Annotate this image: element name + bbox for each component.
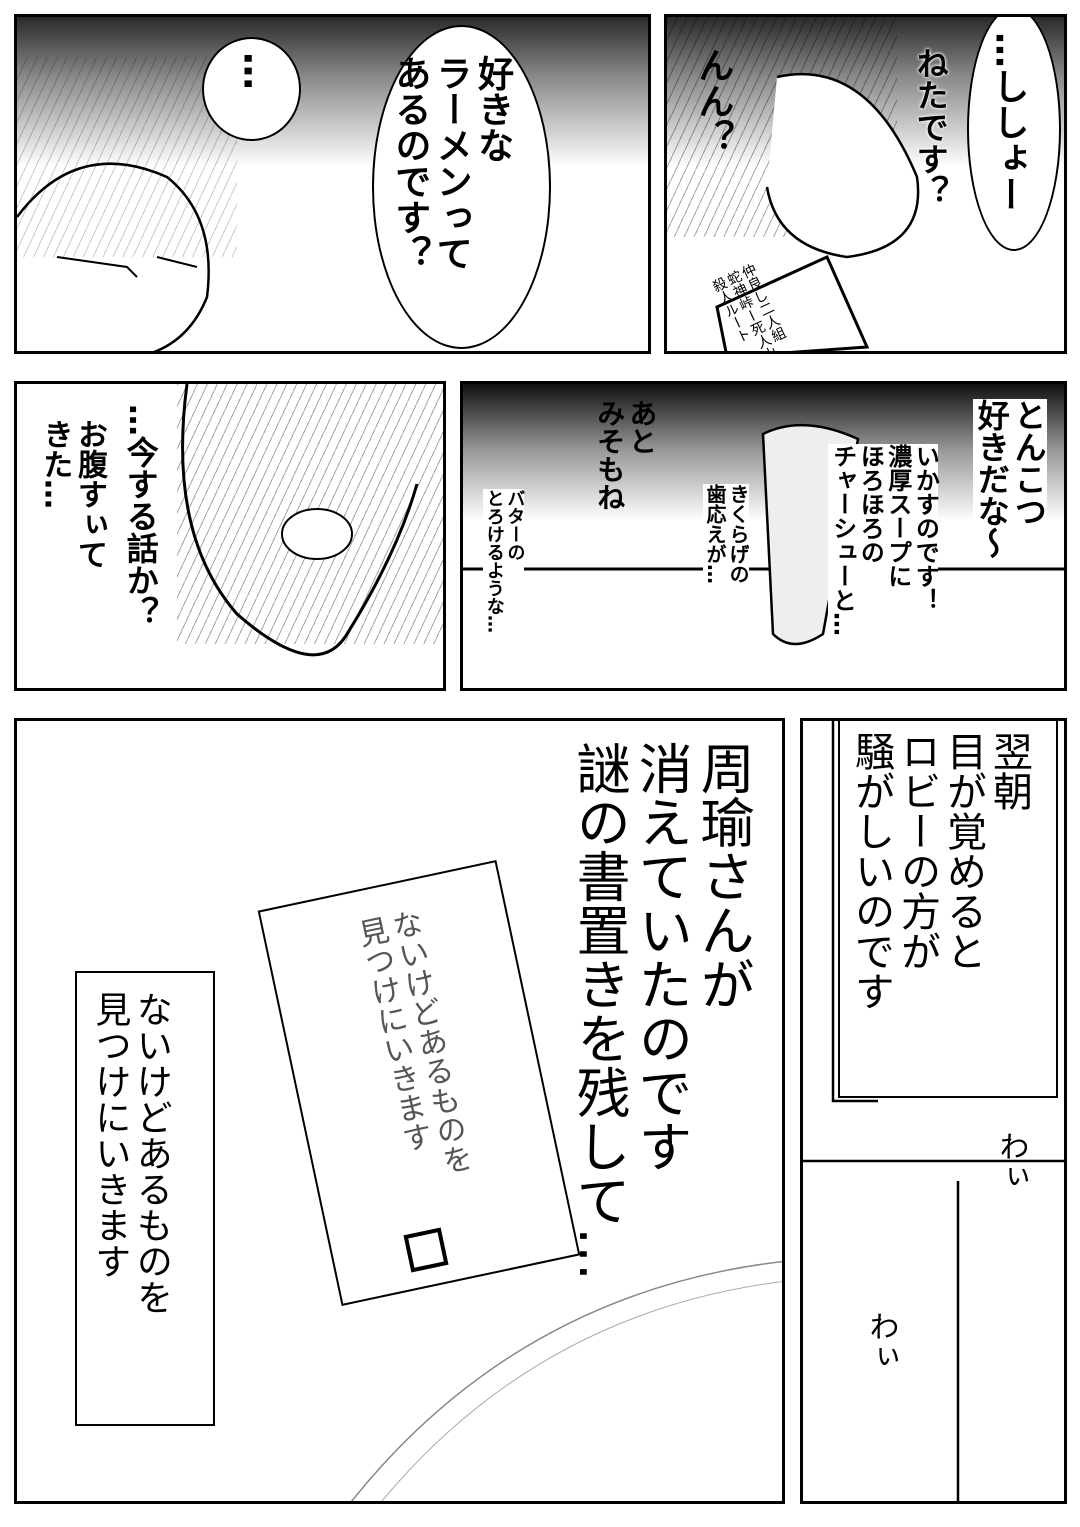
lobby-drawing — [803, 721, 1064, 1501]
panel-1: … 好きな ラーメンって あるのです？ — [14, 14, 651, 354]
speech-text-ikasu: いかすのです！ 濃厚スープに ほろほろの チャーシューと… — [828, 444, 940, 636]
narration-text: 翌朝 目が覚めると ロビーの方が 騒がしいのです — [848, 731, 1032, 1011]
speech-text-butter: バターの とろけるような… — [483, 489, 526, 633]
panel-6: 翌朝 目が覚めると ロビーの方が 騒がしいのです わぃ わぃ — [800, 718, 1067, 1504]
floor-lines — [350, 1260, 782, 1501]
speech-text-shisho: …ししょー — [987, 32, 1029, 212]
panel-5: ないけどあるものを 見つけにいきます 周瑜さんが 消えていたのです 謎の書置きを… — [14, 718, 785, 1504]
sfx-text-1: わぃ — [993, 1131, 1029, 1191]
narration-text: 周瑜さんが 消えていたのです 謎の書置きを残して… — [567, 741, 755, 1281]
caption-box — [75, 971, 215, 1426]
narration-box — [838, 721, 1058, 1098]
speech-text-2: お腹すぃて きた… — [37, 419, 108, 569]
speech-text-hm: んん？ — [692, 47, 734, 155]
thought-bubble — [202, 37, 301, 141]
panel-4: とんこつ 好きだな〜 いかすのです！ 濃厚スープに ほろほろの チャーシューと…… — [460, 381, 1067, 691]
thought-text: … — [235, 52, 280, 90]
speech-text: 好きな ラーメンって あるのです？ — [389, 55, 514, 271]
speech-text-miso: あと みそもね — [593, 399, 659, 511]
speech-text-kikurage: きくらげの 歯応えが… — [703, 484, 750, 584]
speech-text-sleeping: ねたです？ — [911, 47, 950, 207]
panel-2: 仲良し二人組 蛇神峠ー死人山 殺人ルート んん？ ねたです？ …ししょー — [664, 14, 1067, 354]
speech-bubble — [967, 17, 1061, 251]
character-drawing — [181, 384, 419, 657]
character-drawing — [17, 162, 210, 351]
speech-bubble — [372, 25, 551, 349]
speech-text-1: …今する話か？ — [121, 404, 160, 628]
speech-text-tonkotsu: とんこつ 好きだな〜 — [972, 399, 1048, 559]
panel-3: …今する話か？ お腹すぃて きた… — [14, 381, 446, 691]
seal-stamp — [403, 1227, 449, 1273]
character-drawing — [715, 72, 920, 351]
sfx-text-2: わぃ — [863, 1311, 899, 1371]
caption-text: ないけどあるものを 見つけにいきます — [89, 991, 172, 1315]
